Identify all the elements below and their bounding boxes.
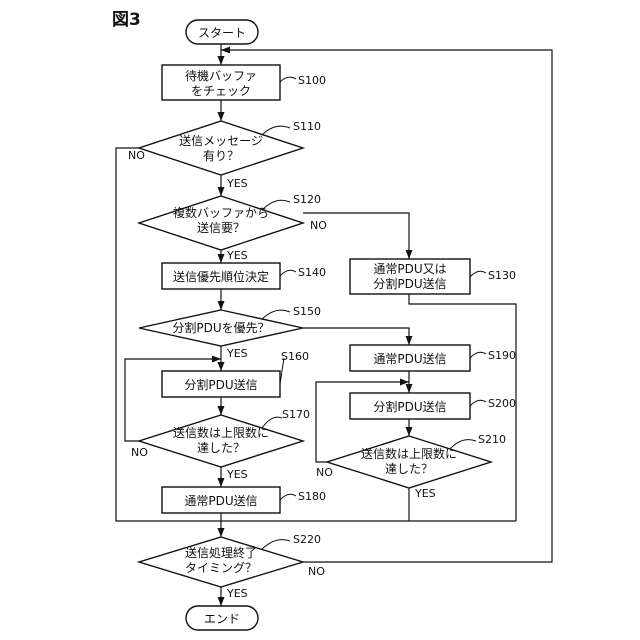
s220-text-1: 送信処理終了 xyxy=(185,545,257,560)
s100-text-2: をチェック xyxy=(191,84,251,98)
step-s220: S220 xyxy=(293,533,321,546)
s200-text: 分割PDU送信 xyxy=(373,399,446,414)
s150-yes-label: YES xyxy=(226,347,248,360)
step-s140: S140 xyxy=(298,266,326,279)
step-s210: S210 xyxy=(478,433,506,446)
step-s180: S180 xyxy=(298,490,326,503)
edge-s220-no-loop xyxy=(221,50,552,562)
leader-s220 xyxy=(262,540,290,549)
s220-no-label: NO xyxy=(308,565,325,578)
s100-text-1: 待機バッファ xyxy=(185,68,257,83)
s210-text-1: 送信数は上限数に xyxy=(361,446,457,461)
step-s160: S160 xyxy=(281,350,309,363)
s110-decision-diamond xyxy=(139,121,303,175)
s160-text: 分割PDU送信 xyxy=(184,377,257,392)
leader-s100 xyxy=(280,77,296,82)
s180-text: 通常PDU送信 xyxy=(184,493,257,508)
s110-no-label: NO xyxy=(128,149,145,162)
s190-text: 通常PDU送信 xyxy=(373,351,446,366)
edge-s150-no xyxy=(303,328,409,345)
s120-yes-label: YES xyxy=(226,249,248,262)
leader-s200 xyxy=(470,400,486,406)
s210-no-label: NO xyxy=(316,466,333,479)
step-s200: S200 xyxy=(488,397,516,410)
s210-text-2: 達した？ xyxy=(385,462,433,476)
s150-text: 分割PDUを優先？ xyxy=(172,320,269,335)
step-s120: S120 xyxy=(293,193,321,206)
step-s110: S110 xyxy=(293,120,321,133)
leader-s150 xyxy=(262,310,290,319)
step-s130: S130 xyxy=(488,269,516,282)
leader-s190 xyxy=(470,352,486,358)
s170-text-2: 達した？ xyxy=(197,441,245,455)
step-s190: S190 xyxy=(488,349,516,362)
s110-text-1: 送信メッセージ xyxy=(179,133,263,148)
s120-text-2: 送信要？ xyxy=(197,220,245,235)
s130-text-2: 分割PDU送信 xyxy=(373,276,446,291)
s220-text-2: タイミング？ xyxy=(185,561,257,575)
s110-text-2: 有り？ xyxy=(203,149,239,163)
s120-no-label: NO xyxy=(310,219,327,232)
start-label: スタート xyxy=(198,26,246,40)
s130-text-1: 通常PDU又は xyxy=(373,262,446,276)
s170-no-label: NO xyxy=(131,446,148,459)
s140-text: 送信優先順位決定 xyxy=(173,269,269,284)
figure-label: 図3 xyxy=(112,10,141,30)
s170-text-1: 送信数は上限数に xyxy=(173,425,269,440)
step-s170: S170 xyxy=(282,408,310,421)
s210-yes-label: YES xyxy=(414,487,436,500)
s220-yes-label: YES xyxy=(226,587,248,600)
leader-s130 xyxy=(470,271,486,277)
end-label: エンド xyxy=(204,612,240,626)
s110-yes-label: YES xyxy=(226,177,248,190)
step-s100: S100 xyxy=(298,74,326,87)
s120-text-1: 複数バッファから xyxy=(173,205,269,220)
leader-s140 xyxy=(280,270,296,276)
s170-yes-label: YES xyxy=(226,468,248,481)
leader-s180 xyxy=(280,494,296,500)
leader-s110 xyxy=(262,126,290,135)
step-s150: S150 xyxy=(293,305,321,318)
